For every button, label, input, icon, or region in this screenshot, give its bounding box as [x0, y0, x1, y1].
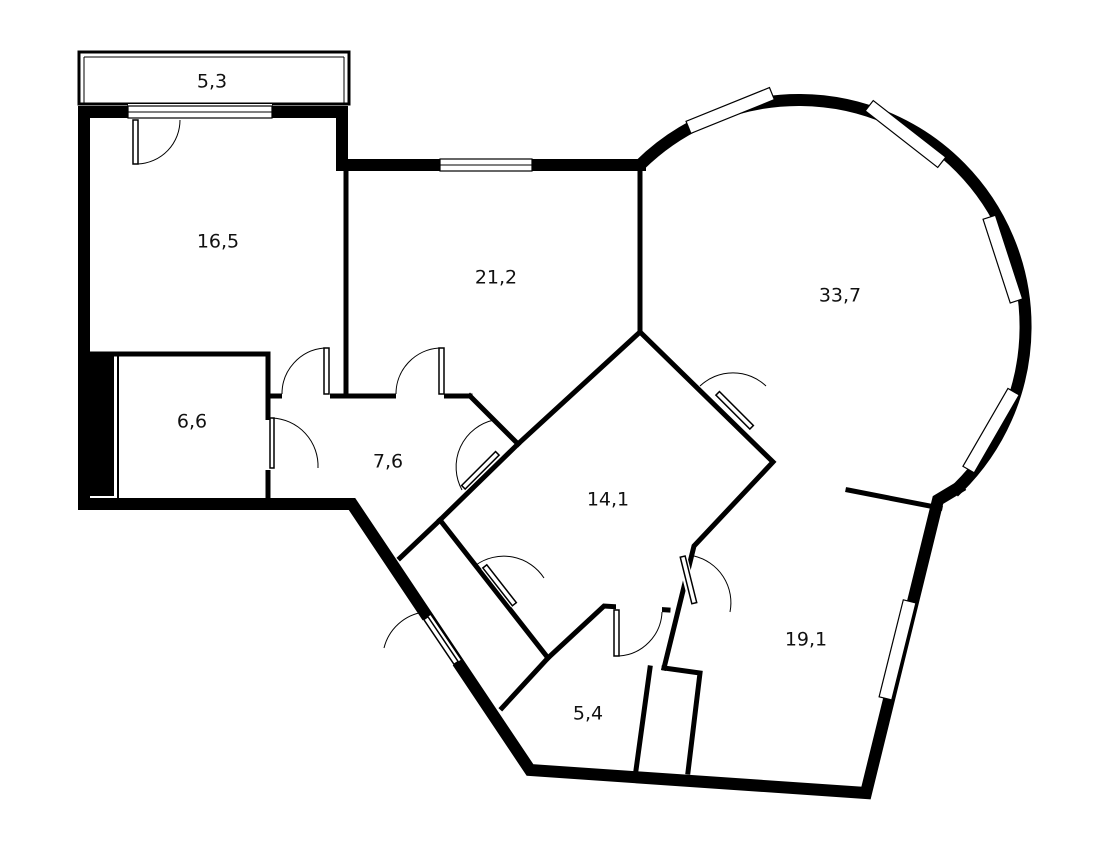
door-bath[interactable] — [264, 417, 319, 470]
area-label-living-round: 33,7 — [819, 285, 861, 307]
door-room-a[interactable] — [281, 347, 330, 400]
door-hall-room-c[interactable] — [455, 419, 501, 491]
door-room-c-corridor[interactable] — [475, 555, 545, 607]
area-label-wc: 5,4 — [573, 703, 603, 725]
doors — [132, 119, 767, 667]
area-label-room-a: 16,5 — [197, 231, 239, 253]
door-room-b[interactable] — [395, 347, 445, 400]
interior-walls — [83, 165, 943, 775]
balcony — [77, 50, 351, 106]
door-entrance[interactable] — [383, 611, 461, 667]
door-kitchen[interactable] — [677, 555, 732, 613]
area-label-kitchen: 19,1 — [785, 629, 827, 651]
area-label-hall: 7,6 — [373, 451, 403, 473]
door-living-room-c[interactable] — [699, 372, 767, 431]
area-label-bath: 6,6 — [177, 411, 207, 433]
door-room-a-balcony[interactable] — [132, 119, 181, 165]
windows — [127, 86, 1024, 701]
door-wc[interactable] — [613, 604, 663, 657]
area-labels: 5,3 16,5 21,2 33,7 6,6 7,6 14,1 5,4 19,1 — [177, 71, 861, 725]
area-label-room-c: 14,1 — [587, 489, 629, 511]
area-label-balcony: 5,3 — [197, 71, 227, 93]
area-label-room-b: 21,2 — [475, 267, 517, 289]
